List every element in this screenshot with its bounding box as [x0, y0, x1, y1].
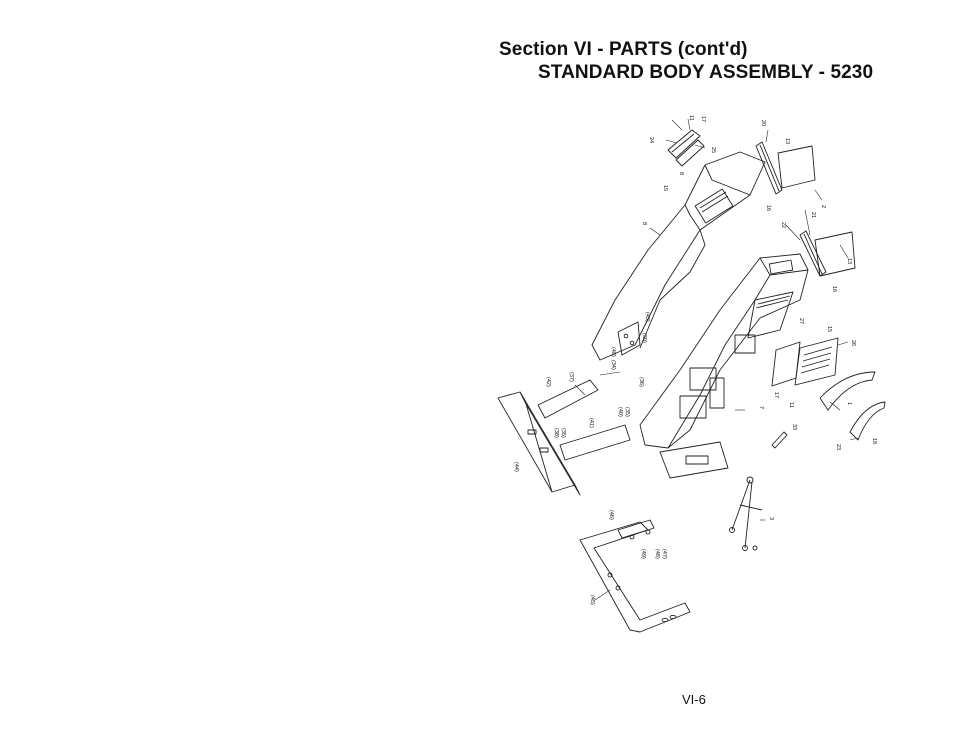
callout-8: 8 [641, 222, 647, 225]
callout-21: 21 [810, 212, 816, 218]
fastener-33 [771, 431, 788, 449]
callout-13a: 13 [784, 138, 790, 144]
callout-49: (49) [640, 549, 646, 559]
callout-34: (34) [610, 360, 616, 370]
callout-39: (39) [641, 333, 647, 343]
main-body-assembly [639, 253, 809, 479]
callout-17b: 17 [773, 392, 779, 398]
callout-18: 18 [871, 438, 877, 444]
callout-24: 24 [648, 137, 654, 143]
callout-45: (45) [589, 595, 595, 605]
callout-16b: 16 [831, 286, 837, 292]
section-title: Section VI - PARTS (cont'd) [499, 39, 748, 60]
callout-48: (48) [654, 549, 660, 559]
cover-plate-lower [799, 230, 856, 277]
callout-17a: 17 [700, 116, 706, 122]
callout-1: 1 [846, 402, 852, 405]
leader-lines [574, 118, 859, 601]
callout-7: 7 [758, 406, 764, 409]
callout-38: (38) [553, 428, 559, 438]
callout-43: (43) [644, 312, 650, 322]
callout-11b: 11 [788, 402, 794, 408]
callout-35: (35) [560, 428, 566, 438]
callout-26: 26 [850, 340, 856, 346]
u-frame [579, 521, 691, 633]
page-number: VI-6 [682, 692, 706, 707]
upper-body-panel [591, 151, 766, 361]
callout-16a: 16 [765, 205, 771, 211]
callout-11a: 11 [688, 115, 694, 121]
callout-42: (42) [545, 377, 551, 387]
callout-13b: 13 [846, 258, 852, 264]
assembly-title: STANDARD BODY ASSEMBLY - 5230 [538, 62, 874, 83]
callout-23: 23 [835, 444, 841, 450]
callout-15a: 15 [662, 185, 668, 191]
callout-36: (36) [638, 377, 644, 387]
callout-27: 27 [798, 318, 804, 324]
callout-20: 20 [760, 120, 766, 126]
callout-46: (46) [608, 510, 614, 520]
callout-2: 2 [820, 205, 826, 208]
callout-33: 33 [791, 424, 797, 430]
callout-44: (44) [513, 462, 519, 472]
callout-8b: 8 [678, 172, 684, 175]
cover-plate-upper [755, 141, 816, 195]
callout-41: (41) [588, 418, 594, 428]
callout-40b: (40) [617, 407, 623, 417]
callout-22: 22 [780, 222, 786, 228]
hinge-bracket [667, 129, 705, 167]
side-rail [497, 391, 581, 496]
callout-37: (37) [568, 372, 574, 382]
callout-3: 3 [768, 517, 774, 520]
curved-trim-strips [819, 371, 886, 441]
callout-47: (47) [661, 549, 667, 559]
linkage-assembly [729, 476, 763, 551]
callout-40: (40) [610, 347, 616, 357]
clamp-hardware [617, 519, 655, 540]
callout-25: 25 [710, 147, 716, 153]
callout-35b: (35) [624, 407, 630, 417]
callout-labels: 11 17 24 25 8 15 20 13 2 16 22 21 13 16 … [513, 115, 877, 605]
callout-15b: 15 [826, 326, 832, 332]
vent-grille [771, 337, 839, 387]
mounting-brackets [537, 379, 631, 461]
